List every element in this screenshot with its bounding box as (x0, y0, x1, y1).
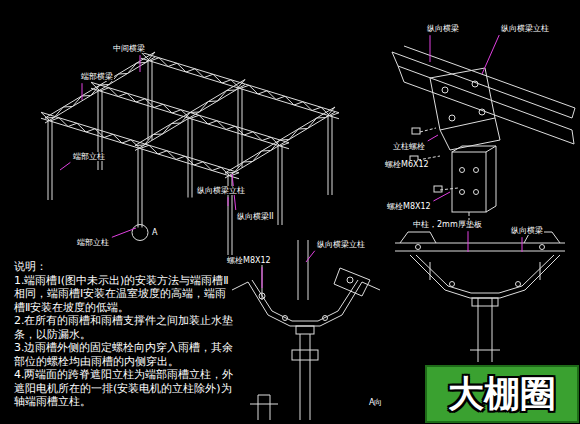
part-label: 纵向横梁II (236, 212, 275, 221)
note-text: 2.在所有的雨槽和雨槽支撑件之间加装止水垫条，以防漏水。 (14, 314, 234, 341)
leader-line (82, 83, 83, 100)
gutter-inner (252, 280, 358, 321)
part-label: 端部立柱 (76, 238, 110, 247)
part-label: 纵向横梁立柱 (316, 240, 366, 249)
top-plate (395, 243, 565, 251)
bracket-plate (334, 268, 370, 296)
part-label: 纵向横梁立柱 (196, 186, 246, 195)
detail-circle (132, 225, 148, 241)
leader-line (522, 237, 523, 252)
leader-line (433, 192, 450, 201)
view-mark: A向 (368, 398, 383, 407)
watermark: 大棚圈 (428, 368, 576, 420)
notes-heading: 说明： (14, 260, 234, 274)
leader-line (140, 55, 141, 72)
gutter-section-b (395, 232, 565, 362)
leader-line (262, 267, 263, 288)
watermark-panel (426, 366, 578, 422)
note-text: 3.边雨槽外侧的固定螺栓向内穿入雨槽，其余部位的螺栓均由雨槽的内侧穿出。 (14, 341, 234, 368)
leader-line (430, 35, 431, 62)
part-label: 端部立柱 (72, 152, 106, 161)
leader-line (428, 135, 438, 141)
part-label: 中间横梁 (112, 44, 146, 53)
bracket-flange (440, 118, 500, 150)
joint-exploded-view (392, 46, 575, 226)
part-label: 螺栓M8X12 (226, 256, 272, 265)
leader-line (112, 228, 136, 237)
gutter-section-a (232, 240, 380, 420)
leader-line (468, 231, 469, 252)
truss-beam (91, 82, 289, 149)
column (48, 121, 52, 200)
column-head-side (452, 146, 496, 212)
notes-block: 说明：1.端雨槽Ⅰ(图中未示出)的安装方法与端雨槽Ⅱ相同，端雨槽Ⅰ安装在温室坡度… (14, 260, 234, 409)
bolt-axis (418, 128, 458, 190)
leader-line (482, 35, 499, 74)
side-bracket (232, 262, 380, 300)
view-mark: A (151, 228, 158, 237)
watermark-text: 大棚圈 (448, 376, 556, 412)
gutter-outline (410, 255, 560, 298)
part-label: 螺栓M6X12 (384, 160, 430, 169)
leader-line (60, 162, 70, 170)
leader-line (306, 251, 315, 262)
part-label: 端部横梁 (80, 72, 114, 81)
part-label: 纵向横梁 (510, 226, 544, 235)
column (328, 116, 332, 195)
column (238, 89, 242, 168)
column (278, 146, 282, 225)
column (300, 334, 310, 420)
greenhouse-frame (41, 52, 339, 255)
bracket-plate (430, 68, 495, 130)
part-label: 中柱，2mm厚垫板 (412, 220, 483, 229)
bolt (434, 186, 442, 192)
note-text: 4.两端面的跨脊遮阳立柱为端部雨槽立柱，外遮阳电机所在的一排(安装电机的立柱除外… (14, 368, 234, 409)
part-label: 螺栓M8X12 (386, 202, 432, 211)
bolt (412, 128, 420, 134)
note-text: 1.端雨槽Ⅰ(图中未示出)的安装方法与端雨槽Ⅱ相同，端雨槽Ⅰ安装在温室坡度的高端… (14, 274, 234, 315)
leader-line (228, 197, 229, 206)
part-label: 纵向横梁 (426, 24, 460, 33)
column (188, 119, 192, 198)
column (138, 149, 142, 228)
part-label: 立柱螺栓 (392, 142, 426, 151)
gutter-channel (392, 46, 575, 144)
truss-beam (45, 52, 155, 123)
gutter-inner (416, 255, 554, 293)
column (148, 61, 152, 140)
column-head (452, 152, 486, 212)
part-label: 纵向横梁立柱 (500, 24, 550, 33)
upper-post (298, 240, 308, 300)
column (478, 298, 492, 362)
